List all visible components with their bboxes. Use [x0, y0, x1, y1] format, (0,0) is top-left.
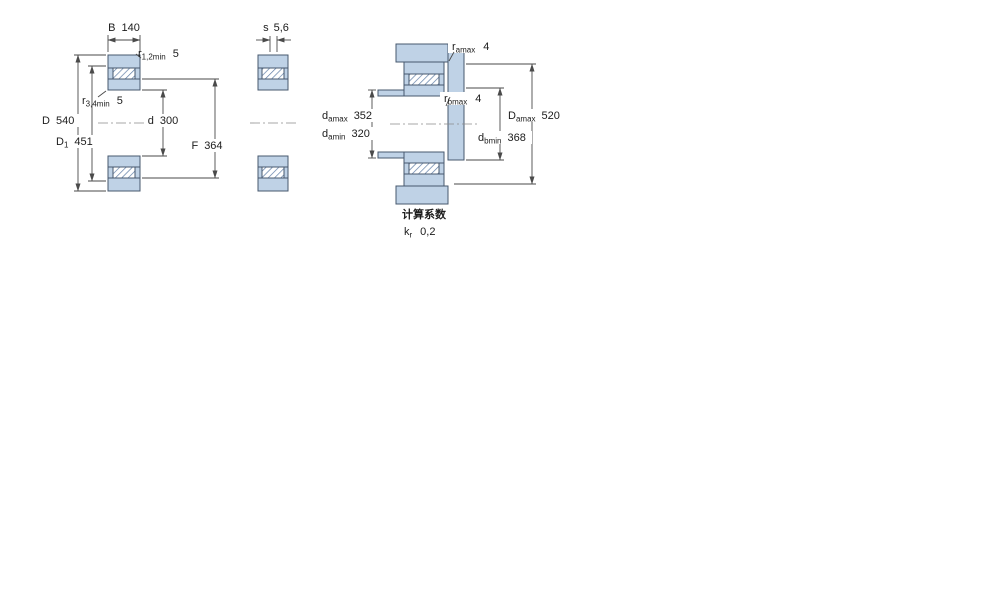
outer-ring-flange	[107, 166, 114, 179]
outer-ring	[107, 54, 141, 69]
label-mask	[146, 114, 180, 127]
mounting-section-bottom	[403, 151, 445, 187]
label-mask	[40, 114, 80, 127]
label-mask	[448, 40, 496, 53]
roller	[112, 67, 136, 80]
outer-ring-flange	[403, 73, 410, 86]
outer-ring-flange	[438, 162, 445, 175]
inner-ring	[257, 155, 289, 168]
inner-ring	[403, 151, 445, 164]
shaft-shoulder-top	[377, 89, 405, 97]
front-section-bottom	[107, 155, 141, 192]
label-mask	[320, 127, 378, 140]
outer-ring-flange	[134, 166, 141, 179]
factors-title: 计算系数	[402, 207, 447, 221]
roller	[112, 166, 136, 179]
inner-ring	[107, 78, 141, 91]
outer-ring	[403, 173, 445, 187]
outer-ring	[257, 54, 289, 69]
mounting-section-top	[403, 61, 445, 97]
rbmax-leader	[445, 96, 451, 107]
outer-ring-flange	[283, 67, 289, 80]
shaft-shoulder-bottom	[377, 151, 405, 159]
label-mask	[188, 139, 226, 152]
mounting-dimension-lines	[368, 63, 536, 185]
front-section-top	[107, 54, 141, 91]
housing-shoulder-top	[395, 43, 449, 63]
label-mask	[54, 135, 98, 148]
side-section-bottom	[257, 155, 289, 192]
outer-ring-flange	[438, 73, 445, 86]
outer-ring-flange	[257, 67, 263, 80]
outer-ring-flange	[107, 67, 114, 80]
roller	[261, 67, 285, 80]
housing-shoulder-bottom	[395, 185, 449, 205]
outer-ring-flange	[403, 162, 410, 175]
roller	[261, 166, 285, 179]
outer-ring	[403, 61, 445, 75]
inner-ring	[257, 78, 289, 91]
r34-leader	[97, 90, 107, 98]
label-mask	[474, 131, 532, 144]
outer-ring-flange	[134, 67, 141, 80]
label-mask	[320, 109, 378, 122]
outer-ring	[257, 177, 289, 192]
outer-ring	[107, 177, 141, 192]
ramax-leader	[448, 51, 455, 62]
roller	[408, 162, 440, 175]
outer-ring-flange	[283, 166, 289, 179]
roller	[408, 73, 440, 86]
outer-ring-flange	[257, 166, 263, 179]
inner-ring	[107, 155, 141, 168]
label-mask	[440, 92, 488, 105]
side-section-top	[257, 54, 289, 91]
side-dimension-lines	[256, 36, 291, 52]
label-mask	[504, 109, 566, 122]
r12-leader	[135, 53, 142, 59]
inner-ring	[403, 84, 445, 97]
